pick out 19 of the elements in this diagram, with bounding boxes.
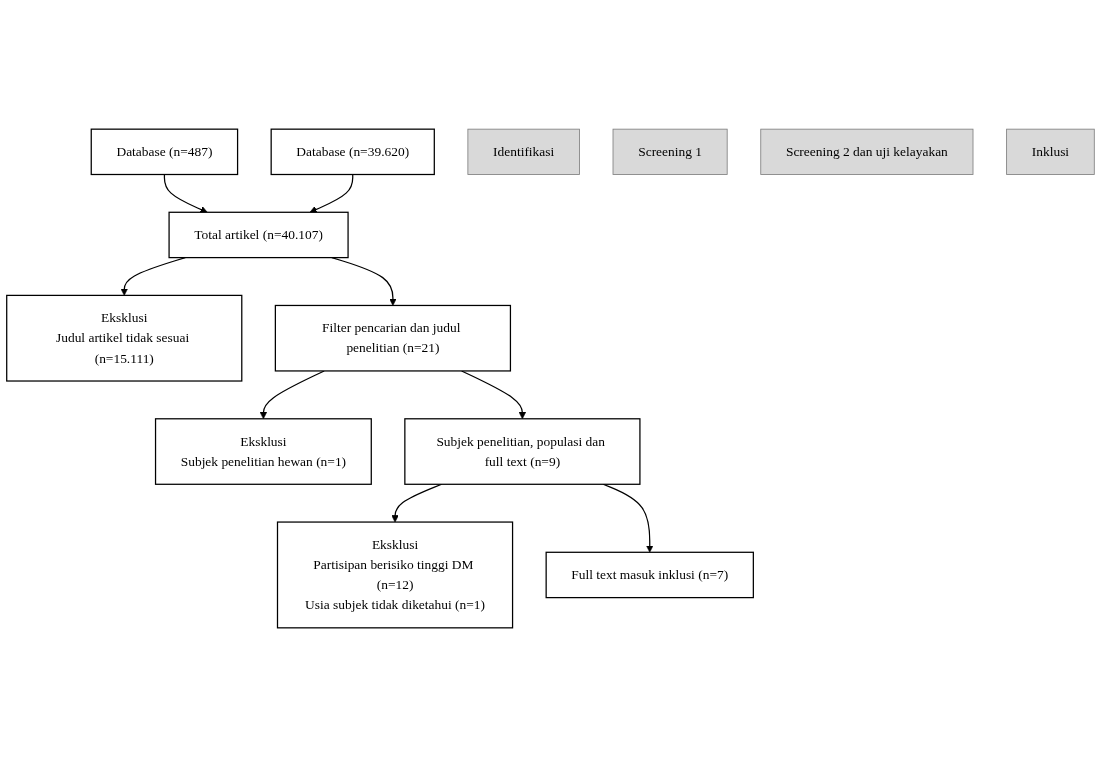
arrow — [163, 173, 208, 213]
node-box: Filter pencarian dan judul penelitian (n=21) — [274, 304, 512, 372]
node-box: Inklusi — [1006, 128, 1095, 175]
node-box: Total artikel (n=40.107) — [168, 211, 349, 259]
node-box: Screening 1 — [612, 128, 728, 175]
arrow — [309, 173, 354, 213]
node-box: Identifikasi — [467, 128, 580, 175]
node-box: Eksklusi Judul artikel tidak sesuai (n=15.111) — [6, 294, 243, 382]
arrow — [461, 370, 527, 420]
arrow — [120, 257, 186, 296]
arrow — [259, 370, 325, 420]
node-box: Screening 2 dan uji kelayakan — [760, 128, 974, 175]
arrow — [331, 257, 397, 306]
node-box: Eksklusi Subjek penelitian hewan (n=1) — [154, 418, 372, 485]
node-box: Subjek penelitian, populasi dan full text (n=9) — [404, 418, 641, 485]
node-box: Full text masuk inklusi (n=7) — [545, 551, 754, 599]
node-box: Database (n=487) — [90, 128, 239, 176]
node-box: Database (n=39.620) — [270, 128, 435, 176]
node-box: Eksklusi Partisipan berisiko tinggi DM (n=12) Usia subjek tidak diketahui (n=1) — [276, 521, 514, 629]
